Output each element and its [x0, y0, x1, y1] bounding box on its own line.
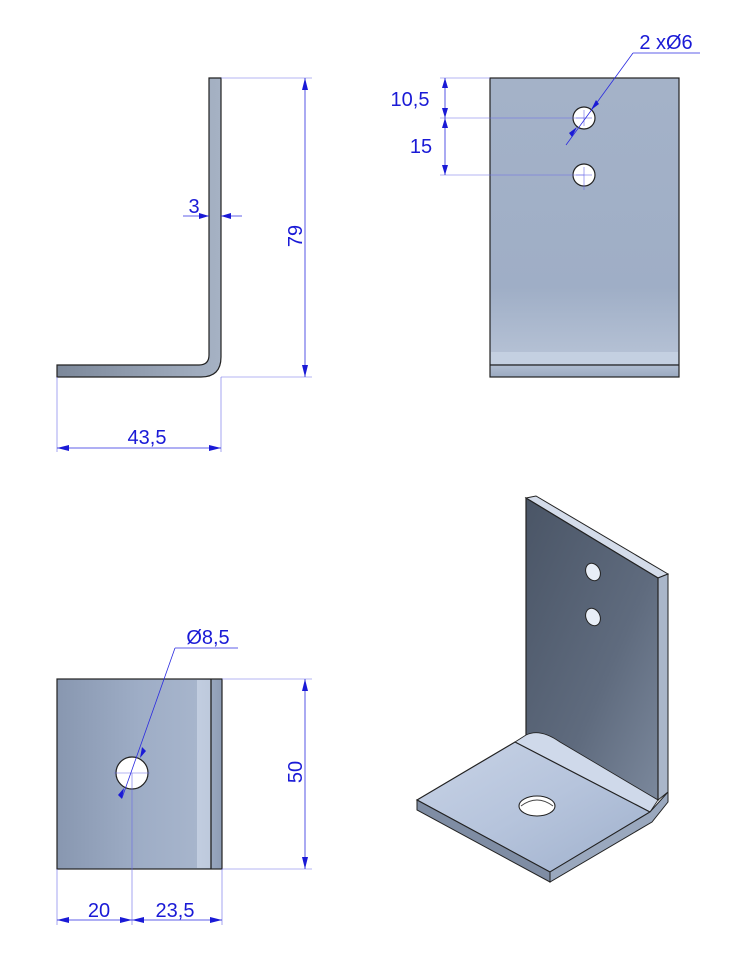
iso-hole-lower: [585, 607, 601, 627]
side-view: 79 43,5 3: [56, 77, 312, 452]
iso-right-edge: [657, 573, 669, 802]
top-remaining-label: 23,5: [156, 900, 195, 922]
top-view: 50 20 23,5 Ø8,5: [56, 627, 312, 925]
front-hole-spacing-label: 15: [410, 136, 432, 158]
iso-hole-upper: [585, 562, 601, 582]
side-thickness-label: 3: [188, 196, 199, 218]
front-top-offset-label: 10,5: [391, 89, 430, 111]
side-height-label: 79: [285, 225, 307, 247]
isometric-view: [415, 495, 670, 883]
top-hole-callout: Ø8,5: [186, 627, 229, 649]
l-profile: [56, 77, 222, 378]
front-view: 10,5 15 2 xØ6: [391, 32, 700, 378]
top-width-label: 50: [285, 761, 307, 783]
side-length-label: 43,5: [128, 427, 167, 449]
top-hole-x-label: 20: [88, 900, 110, 922]
front-hole-callout: 2 xØ6: [639, 32, 692, 54]
iso-base-hole: [518, 795, 556, 817]
